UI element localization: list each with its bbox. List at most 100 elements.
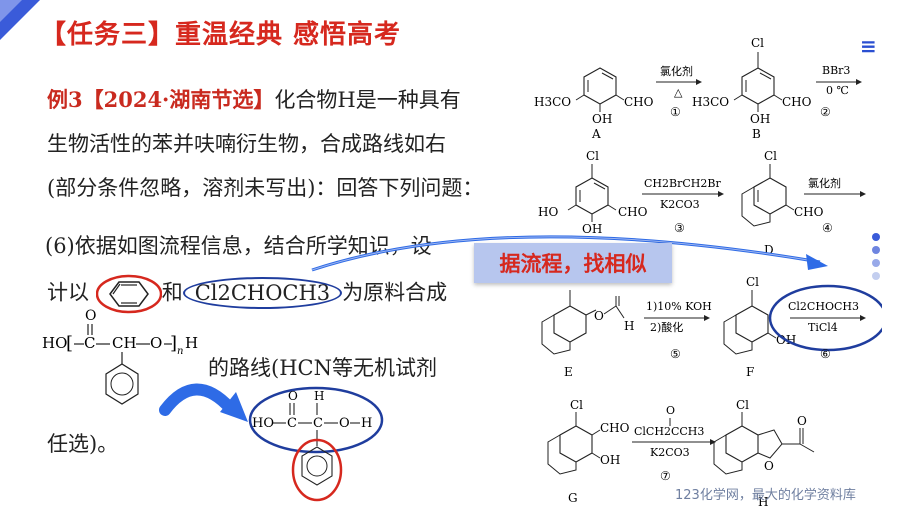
F-cl: Cl bbox=[746, 275, 759, 289]
E-h: H bbox=[624, 319, 634, 333]
step4-num: ④ bbox=[822, 221, 833, 235]
ring-B bbox=[733, 52, 783, 112]
ring-F bbox=[723, 290, 777, 355]
question-line-3: (部分条件忽略，溶剂未写出)：回答下列问题： bbox=[47, 176, 484, 200]
B-oh: OH bbox=[750, 112, 770, 126]
polymer-o: O bbox=[150, 334, 162, 352]
question-line-2: 生物活性的苯并呋喃衍生物，合成路线如右 bbox=[47, 132, 446, 156]
pager-dot-3[interactable] bbox=[872, 259, 880, 267]
step3-top: CH2BrCH2Br bbox=[644, 177, 721, 190]
step5-bottom: 2)酸化 bbox=[650, 320, 683, 334]
polymer-bracket-close: ] bbox=[170, 333, 177, 354]
B-cl: Cl bbox=[751, 36, 764, 50]
G-label: G bbox=[568, 491, 578, 505]
reagent-highlight: Cl2CHOCH3 bbox=[182, 276, 343, 309]
polymer-h: H bbox=[185, 334, 198, 352]
A-oh: OH bbox=[592, 112, 612, 126]
polymer-bracket-open: [ bbox=[66, 333, 73, 354]
A-cho: CHO bbox=[624, 95, 654, 109]
step4-top: 氯化剂 bbox=[808, 176, 841, 190]
step3-bottom: K2CO3 bbox=[660, 198, 700, 211]
C-cho: CHO bbox=[618, 205, 648, 219]
step1-bottom: △ bbox=[674, 86, 683, 99]
menu-icon[interactable]: ≡ bbox=[860, 34, 877, 58]
step7-top: ClCH2CCH3 bbox=[634, 425, 704, 438]
monomer-structure: HO C O C H O H bbox=[248, 386, 384, 502]
step6-top: Cl2CHOCH3 bbox=[788, 300, 859, 313]
step1-num: ① bbox=[670, 105, 681, 119]
question-label: 例3【2024·湖南节选】 bbox=[47, 87, 275, 112]
part6-post: 为原料合成 bbox=[342, 280, 448, 305]
E-label: E bbox=[564, 365, 573, 379]
monomer-h: H bbox=[361, 416, 372, 431]
step5-num: ⑤ bbox=[670, 347, 681, 361]
watermark: 123化学网，最大的化学资料库 bbox=[675, 488, 856, 503]
A-h3co: H3CO bbox=[534, 95, 571, 109]
part6-and: 和 bbox=[161, 280, 183, 305]
step1-top: 氯化剂 bbox=[660, 64, 693, 78]
curved-arrow bbox=[159, 383, 248, 422]
monomer-ho: HO bbox=[252, 416, 274, 431]
ring-E bbox=[541, 290, 625, 355]
polymer-structure: HO [ C O CH O ] n H bbox=[42, 308, 198, 405]
part6-pre: 计以 bbox=[47, 280, 89, 305]
pager-dot-1[interactable] bbox=[872, 233, 880, 241]
part6-line-4: 任选)。 bbox=[47, 432, 119, 456]
slide-title: 【任务三】重温经典 感悟高考 bbox=[40, 20, 402, 50]
B-cho: CHO bbox=[782, 95, 812, 109]
H-label: H bbox=[758, 495, 768, 506]
link-arrow bbox=[311, 235, 828, 272]
H-cl: Cl bbox=[736, 398, 749, 412]
monomer-dbl-o: O bbox=[288, 389, 298, 403]
step5-top: 1)10% KOH bbox=[646, 300, 712, 313]
E-o: O bbox=[594, 309, 604, 323]
monomer-c2: C bbox=[313, 416, 323, 431]
question-line-1: 例3【2024·湖南节选】化合物H是一种具有 bbox=[47, 84, 461, 114]
pager-dot-2[interactable] bbox=[872, 246, 880, 254]
D-cl: Cl bbox=[764, 149, 777, 163]
H-ketone-o: O bbox=[797, 414, 807, 428]
step6-num: ⑥ bbox=[820, 347, 831, 361]
step7-bottom: K2CO3 bbox=[650, 446, 690, 459]
step6-bottom: TiCl4 bbox=[808, 321, 838, 334]
C-oh: OH bbox=[582, 222, 602, 236]
step7-num: ⑦ bbox=[660, 469, 671, 483]
benzene-reactant bbox=[95, 274, 162, 314]
C-ho: HO bbox=[538, 205, 558, 219]
F-label: F bbox=[746, 365, 754, 379]
H-o: O bbox=[764, 459, 774, 473]
synthesis-scheme: H3CO OH CHO A 氯化剂 △ ① Cl H3CO OH CHO B B… bbox=[534, 36, 882, 506]
G-cl: Cl bbox=[570, 398, 583, 412]
B-h3co: H3CO bbox=[692, 95, 729, 109]
ring-A bbox=[575, 67, 625, 112]
polymer-c: C bbox=[84, 334, 95, 352]
step3-num: ③ bbox=[674, 221, 685, 235]
polymer-n: n bbox=[177, 346, 183, 357]
step7-carbonyl: O bbox=[666, 404, 675, 417]
ring-D bbox=[741, 164, 795, 227]
A-label: A bbox=[591, 127, 601, 141]
step2-top: BBr3 bbox=[822, 64, 850, 77]
pager-dot-4[interactable] bbox=[872, 272, 880, 280]
ring-H bbox=[713, 412, 815, 475]
G-oh: OH bbox=[600, 453, 620, 467]
pager-dots bbox=[872, 233, 880, 285]
polymer-ho: HO bbox=[42, 334, 67, 352]
step2-num: ② bbox=[820, 105, 831, 119]
part6-line-3: 的路线(HCN等无机试剂 bbox=[208, 356, 437, 380]
step2-bottom: 0 ℃ bbox=[826, 84, 849, 97]
step6-highlight bbox=[768, 284, 882, 352]
C-cl: Cl bbox=[586, 149, 599, 163]
ring-G bbox=[547, 412, 601, 475]
corner-decoration bbox=[0, 0, 40, 40]
monomer-c: C bbox=[287, 416, 297, 431]
D-cho: CHO bbox=[794, 205, 824, 219]
callout-tag: 据流程，找相似 bbox=[474, 243, 672, 283]
polymer-carbonyl-o: O bbox=[85, 308, 96, 324]
D-label: D bbox=[764, 243, 774, 257]
monomer-h-top: H bbox=[314, 389, 324, 403]
G-cho: CHO bbox=[600, 421, 630, 435]
ring-C bbox=[567, 164, 617, 222]
